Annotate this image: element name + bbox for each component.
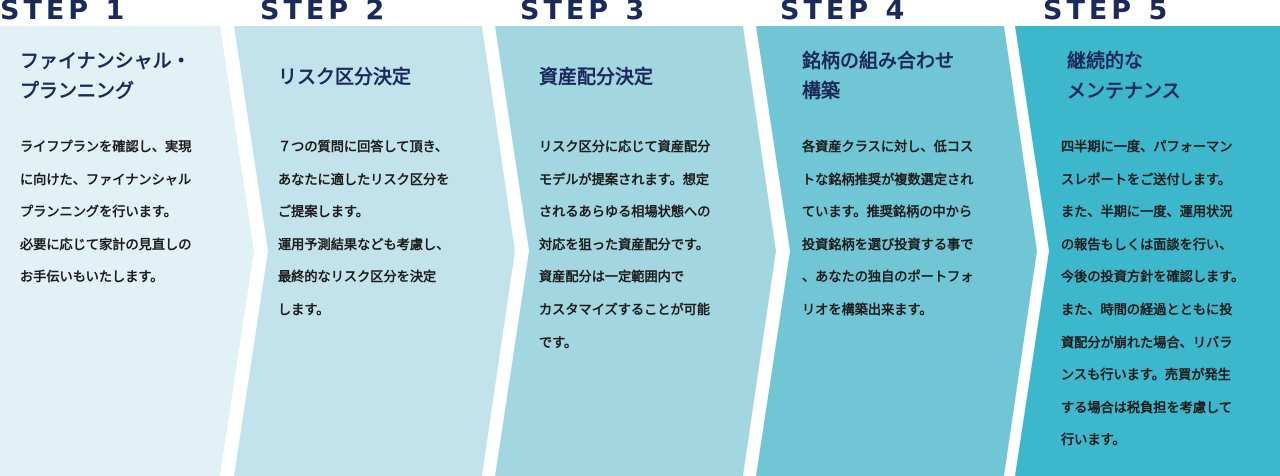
step-5-panel: STEP 5 継続的な メンテナンス 四半期に一度、パフォーマン スレポートをご… [1015, 0, 1280, 476]
step-5-title: 継続的な メンテナンス [1067, 50, 1181, 102]
step-1-panel: STEP 1 ファイナンシャル・ プランニング ライフプランを確認し、実現 に向… [0, 0, 255, 476]
step-3-label: STEP 3 [520, 0, 649, 26]
step-1-description: ライフプランを確認し、実現 に向けた、ファイナンシャル プランニングを行います。… [20, 140, 192, 286]
step-1-chevron [0, 26, 254, 476]
step-2-label: STEP 2 [260, 0, 389, 26]
step-5-label: STEP 5 [1043, 0, 1172, 26]
step-4-title: 銘柄の組み合わせ 構築 [802, 50, 955, 102]
step-4-chevron [756, 26, 1037, 476]
step-2-panel: STEP 2 リスク区分決定 ７つの質問に回答して頂き、 あなたに適したリスク区… [234, 0, 516, 476]
step-3-title: 資産配分決定 [539, 66, 654, 88]
step-4-panel: STEP 4 銘柄の組み合わせ 構築 各資産クラスに対し、低コス トな銘柄推奨が… [756, 0, 1038, 476]
step-2-chevron [234, 26, 515, 476]
step-1-title: ファイナンシャル・ プランニング [20, 50, 191, 102]
step-3-panel: STEP 3 資産配分決定 リスク区分に応じて資産配分 モデルが提案されます。想… [495, 0, 777, 476]
step-5-chevron [1015, 26, 1280, 476]
step-4-description: 各資産クラスに対し、低コス トな銘柄推奨が複数選定され ています。推奨銘柄の中か… [802, 140, 974, 318]
step-2-description: ７つの質問に回答して頂き、 あなたに適したリスク区分を ご提案します。 運用予測… [278, 140, 450, 318]
step-1-label: STEP 1 [0, 0, 129, 26]
step-5-description: 四半期に一度、パフォーマン スレポートをご送付します。 また、半期に一度、運用状… [1061, 140, 1245, 449]
step-2-title: リスク区分決定 [278, 66, 412, 88]
step-3-description: リスク区分に応じて資産配分 モデルが提案されます。想定 されるあらゆる相場状態へ… [539, 140, 711, 351]
step-3-chevron [495, 26, 776, 476]
step-4-label: STEP 4 [780, 0, 909, 26]
